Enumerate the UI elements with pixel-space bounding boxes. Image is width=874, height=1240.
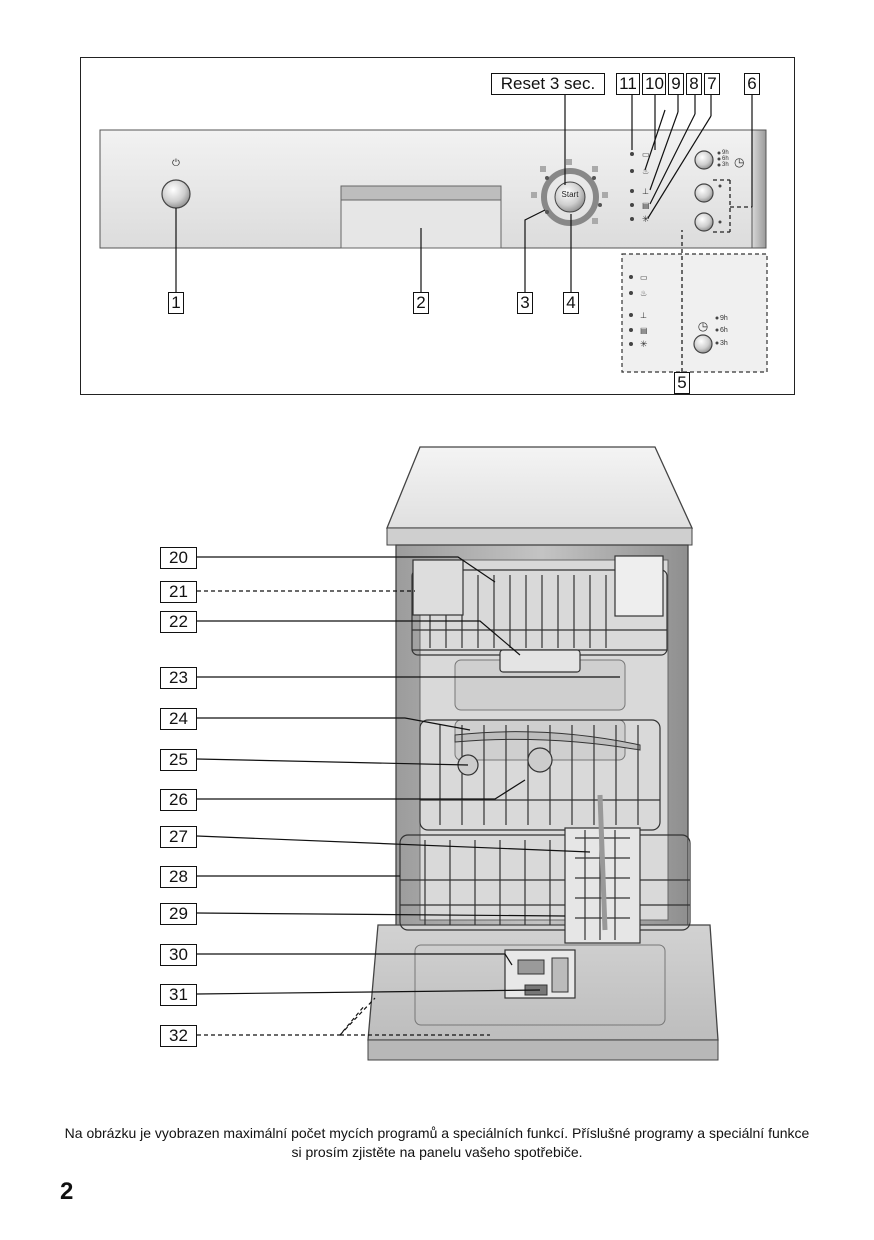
callout-11: 11: [616, 73, 640, 95]
callout-24: 24: [160, 708, 197, 730]
callout-7: 7: [704, 73, 720, 95]
power-icon: ⏻: [172, 158, 180, 169]
callout-26: 26: [160, 789, 197, 811]
timer-option-3h: 3h: [722, 162, 729, 168]
rinse-aid-icon: ▤: [642, 201, 650, 210]
alternative-panel: ▭ ♨ ⊥ ▤ ✳ ◷: [621, 253, 768, 373]
callout-4: 4: [563, 292, 579, 314]
callout-6: 6: [744, 73, 760, 95]
upper-basket: [411, 555, 668, 673]
callout-31: 31: [160, 984, 197, 1006]
callout-23: 23: [160, 667, 197, 689]
salt-icon: ✳: [642, 214, 650, 224]
svg-text:⊥: ⊥: [640, 311, 647, 320]
callout-25: 25: [160, 749, 197, 771]
svg-text:▤: ▤: [640, 326, 648, 335]
spray-arm: [454, 731, 641, 751]
clock-icon: ◷: [734, 155, 744, 169]
alt-timer-option-3h: 3h: [720, 340, 728, 347]
hygiene-icon: ♨: [642, 167, 649, 176]
callout-8: 8: [686, 73, 702, 95]
program-selector-dial[interactable]: [531, 159, 608, 226]
callout-22: 22: [160, 611, 197, 633]
callout-2: 2: [413, 292, 429, 314]
svg-text:◷: ◷: [698, 319, 708, 333]
svg-text:♨: ♨: [640, 289, 647, 298]
callout-9: 9: [668, 73, 684, 95]
alt-timer-option-9h: 9h: [720, 315, 728, 322]
tap-icon: ⊥: [642, 187, 649, 196]
callout-5: 5: [674, 372, 690, 394]
svg-text:▭: ▭: [640, 273, 648, 282]
lower-basket: [399, 719, 691, 944]
callout-21: 21: [160, 581, 197, 603]
top-leader-lines: [175, 94, 753, 372]
timer-option-9h: 9h: [722, 150, 729, 156]
callout-30: 30: [160, 944, 197, 966]
half-load-icon: ▭: [642, 150, 650, 159]
svg-text:✳: ✳: [640, 339, 648, 349]
reset-label: Reset 3 sec.: [491, 73, 605, 95]
page-number: 2: [60, 1178, 74, 1205]
callout-29: 29: [160, 903, 197, 925]
alt-timer-option-6h: 6h: [720, 327, 728, 334]
callout-28: 28: [160, 866, 197, 888]
timer-controls[interactable]: ◷: [694, 150, 744, 232]
function-indicators: ▭ ♨ ⊥ ▤ ✳: [630, 150, 650, 224]
callout-1: 1: [168, 292, 184, 314]
callout-32: 32: [160, 1025, 197, 1047]
bottom-leader-lines: [196, 556, 620, 1036]
callout-3: 3: [517, 292, 533, 314]
callout-27: 27: [160, 826, 197, 848]
figure-caption: Na obrázku je vyobrazen maximální počet …: [64, 1125, 810, 1160]
callout-20: 20: [160, 547, 197, 569]
start-button-label: Start: [561, 190, 579, 199]
callout-10: 10: [642, 73, 666, 95]
timer-option-6h: 6h: [722, 156, 729, 162]
